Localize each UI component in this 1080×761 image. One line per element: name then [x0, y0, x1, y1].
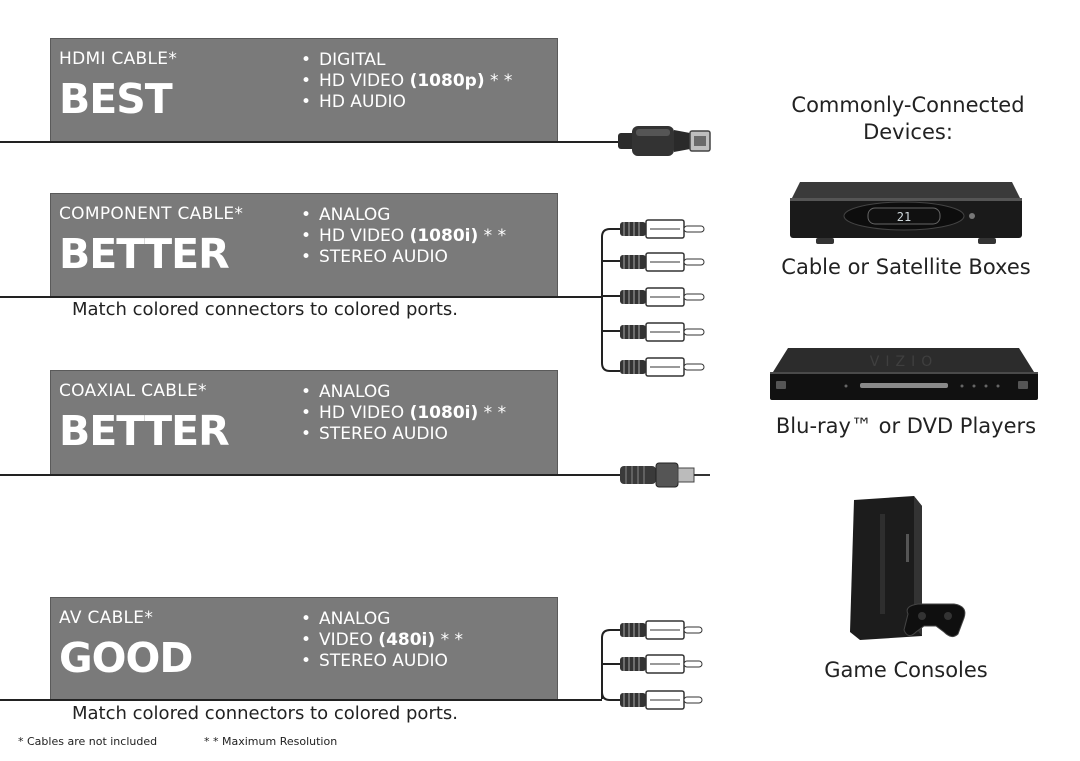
hdmi-cable-panel: HDMI CABLE* BEST •DIGITAL •HD VIDEO (108… — [50, 38, 558, 143]
av-connector-group — [601, 620, 703, 710]
feature-item: •ANALOG — [301, 609, 391, 629]
devices-heading: Commonly-Connected Devices: — [791, 93, 1025, 144]
rca-plug-icon — [620, 322, 705, 342]
rca-plug-icon — [620, 620, 703, 640]
rca-plug-icon — [620, 690, 703, 710]
feature-list: •ANALOG •HD VIDEO (1080i) * * •STEREO AU… — [301, 382, 506, 445]
feature-item: •HD VIDEO (1080i) * * — [301, 226, 507, 246]
set-top-box-icon: 21 — [790, 182, 1022, 244]
cable-rating: BETTER — [59, 407, 230, 455]
cable-rating: BETTER — [59, 230, 230, 278]
device-label-disc-player: Blu-ray™ or DVD Players — [775, 414, 1037, 438]
feature-item: •ANALOG — [301, 382, 391, 402]
coaxial-cable-panel: COAXIAL CABLE* BETTER •ANALOG •HD VIDEO … — [50, 370, 558, 476]
feature-item: •HD AUDIO — [301, 92, 406, 112]
component-cable-panel: COMPONENT CABLE* BETTER •ANALOG •HD VIDE… — [50, 193, 558, 298]
feature-item: •HD VIDEO (1080i) * * — [301, 403, 507, 423]
cable-type-label: COMPONENT CABLE* — [59, 204, 244, 224]
hdmi-connector-icon — [618, 126, 711, 156]
set-top-box-display: 21 — [897, 210, 911, 224]
feature-item: •STEREO AUDIO — [301, 247, 448, 267]
footnote-resolution: * * Maximum Resolution — [204, 735, 338, 748]
feature-item: •DIGITAL — [301, 50, 386, 70]
cable-type-label: AV CABLE* — [59, 608, 154, 628]
color-match-note: Match colored connectors to colored port… — [72, 703, 458, 724]
feature-item: •ANALOG — [301, 205, 391, 225]
footnote-cables: * Cables are not included — [18, 735, 158, 748]
feature-list: •ANALOG •HD VIDEO (1080i) * * •STEREO AU… — [301, 205, 506, 268]
game-console-icon — [850, 496, 966, 640]
coaxial-cable-line — [0, 474, 625, 476]
rca-plug-icon — [620, 654, 703, 674]
feature-item: •STEREO AUDIO — [301, 651, 448, 671]
disc-player-icon: VIZIO — [770, 348, 1038, 400]
rca-plug-icon — [620, 287, 705, 307]
component-connector-group — [601, 219, 705, 377]
cable-rating: BEST — [59, 75, 173, 123]
cable-type-label: HDMI CABLE* — [59, 49, 178, 69]
rca-plug-icon — [620, 252, 705, 272]
av-cable-panel: AV CABLE* GOOD •ANALOG •VIDEO (480i) * *… — [50, 597, 558, 701]
device-label-game-console: Game Consoles — [824, 658, 988, 682]
color-match-note: Match colored connectors to colored port… — [72, 299, 458, 320]
hdmi-cable-line — [0, 141, 625, 143]
device-label-cable-box: Cable or Satellite Boxes — [781, 255, 1031, 279]
coaxial-connector-icon — [620, 462, 710, 488]
feature-item: •HD VIDEO (1080p) * * — [301, 71, 513, 91]
disc-player-brand: VIZIO — [870, 354, 938, 370]
feature-item: •VIDEO (480i) * * — [301, 630, 463, 650]
cable-type-label: COAXIAL CABLE* — [59, 381, 207, 401]
rca-plug-icon — [620, 219, 705, 239]
feature-list: •ANALOG •VIDEO (480i) * * •STEREO AUDIO — [301, 609, 463, 672]
feature-item: •STEREO AUDIO — [301, 424, 448, 444]
component-cable-line — [0, 296, 602, 298]
rca-plug-icon — [620, 357, 705, 377]
cable-rating: GOOD — [59, 634, 193, 682]
feature-list: •DIGITAL •HD VIDEO (1080p) * * •HD AUDIO — [301, 50, 512, 113]
av-cable-line — [0, 699, 602, 701]
